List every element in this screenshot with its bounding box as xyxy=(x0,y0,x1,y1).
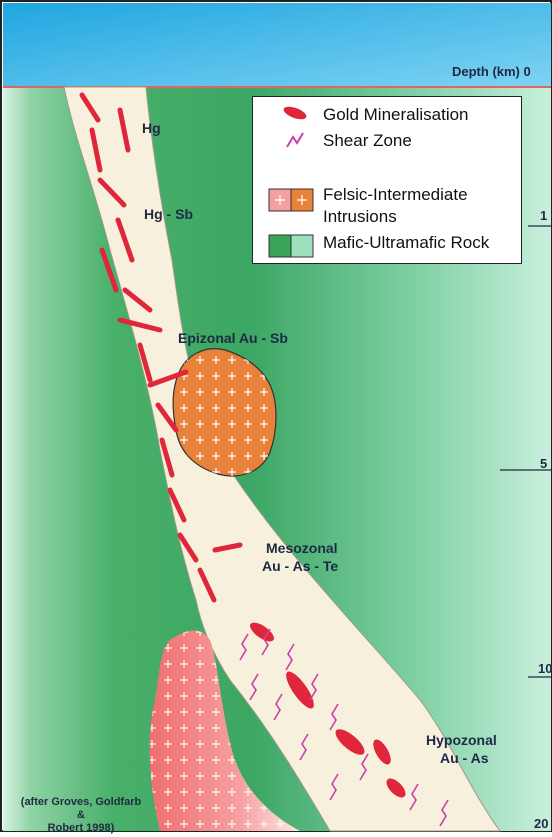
zone-label-mesozonal-elements: Au - As - Te xyxy=(262,558,338,574)
citation-line-2: Robert 1998) xyxy=(16,822,146,835)
legend-shear-label: Shear Zone xyxy=(323,131,412,151)
legend-felsic-label-1: Felsic-Intermediate xyxy=(323,185,468,205)
legend-mafic-label: Mafic-Ultramafic Rock xyxy=(323,233,489,253)
depth-axis-title: Depth (km) 0 xyxy=(452,64,531,79)
zone-label-hypozonal-elements: Au - As xyxy=(440,750,488,766)
shear-zone-swatch xyxy=(287,133,303,147)
legend-gold-label: Gold Mineralisation xyxy=(323,105,469,125)
mafic-swatch-dark xyxy=(269,235,291,257)
zone-label-hypozonal: Hypozonal xyxy=(426,732,497,748)
depth-tick-label-20: 20 xyxy=(534,816,548,831)
gold-mineralisation-swatch xyxy=(282,104,308,122)
citation: (after Groves, Goldfarb & Robert 1998) xyxy=(16,796,146,835)
mafic-swatch-light xyxy=(291,235,313,257)
legend: Gold Mineralisation Shear Zone Felsic-In… xyxy=(252,96,522,264)
zone-label-epizonal: Epizonal Au - Sb xyxy=(178,330,288,346)
depth-tick-label-1: 1 xyxy=(540,208,547,223)
zone-label-mesozonal: Mesozonal xyxy=(266,540,338,556)
zone-label-hg: Hg xyxy=(142,120,161,136)
citation-line-1: (after Groves, Goldfarb & xyxy=(16,796,146,822)
legend-felsic-label-2: Intrusions xyxy=(323,207,397,227)
legend-swatches xyxy=(261,101,321,261)
depth-tick-label-10: 10 xyxy=(538,661,552,676)
zone-label-hg-sb: Hg - Sb xyxy=(144,206,193,222)
depth-tick-label-5: 5 xyxy=(540,456,547,471)
